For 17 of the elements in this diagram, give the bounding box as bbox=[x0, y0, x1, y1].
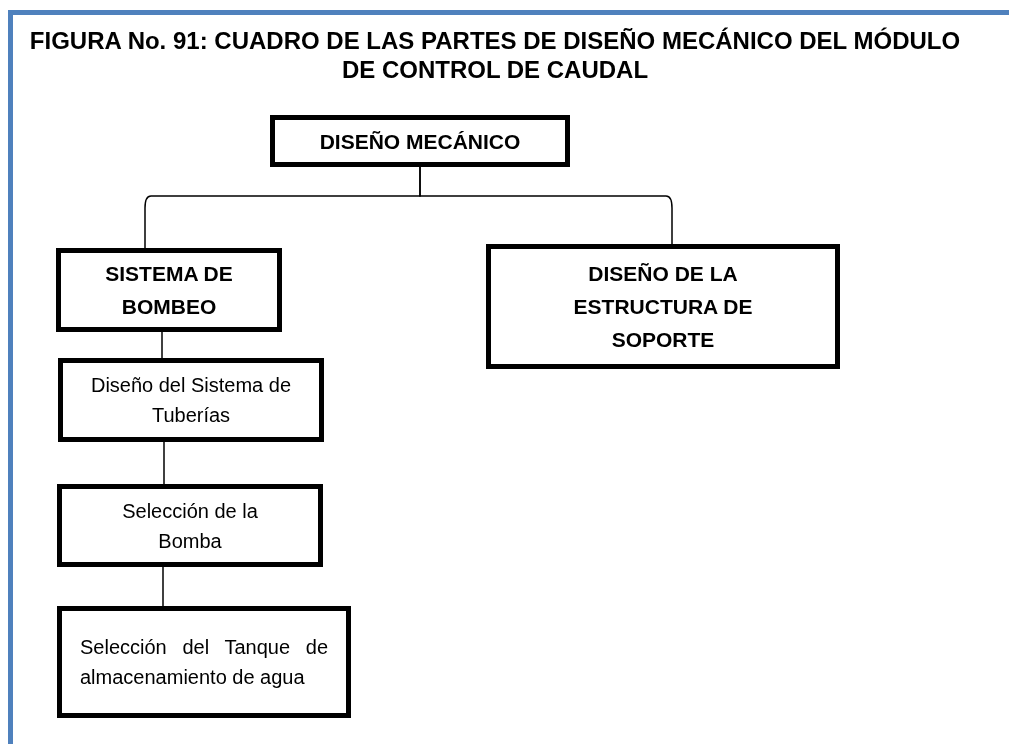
text-box bbox=[57, 484, 323, 567]
connector-line bbox=[161, 331, 163, 359]
box-label: DISEÑO DE LA ESTRUCTURA DE SOPORTE bbox=[572, 261, 754, 353]
text-box bbox=[486, 244, 840, 369]
box-label: SISTEMA DE BOMBEO bbox=[104, 261, 234, 320]
box-label: Selección de la Bomba bbox=[121, 498, 259, 554]
box-label: DISEÑO MECÁNICO bbox=[319, 128, 521, 155]
box-label: Diseño del Sistema de Tuberías bbox=[89, 373, 293, 428]
connector-line bbox=[419, 166, 673, 245]
text-box bbox=[56, 248, 282, 332]
connector-line bbox=[163, 441, 165, 485]
text-box bbox=[58, 358, 324, 442]
text-box bbox=[57, 606, 351, 718]
figure-title: FIGURA No. 91: CUADRO DE LAS PARTES DE DISEÑO MECÁNICO DEL MÓDULO DE CONTROL DE CAUDAL bbox=[28, 26, 962, 84]
box-label: Selección del Tanque de almacenamiento de agua bbox=[80, 635, 328, 690]
connector-line bbox=[162, 566, 164, 607]
text-box bbox=[270, 115, 570, 167]
